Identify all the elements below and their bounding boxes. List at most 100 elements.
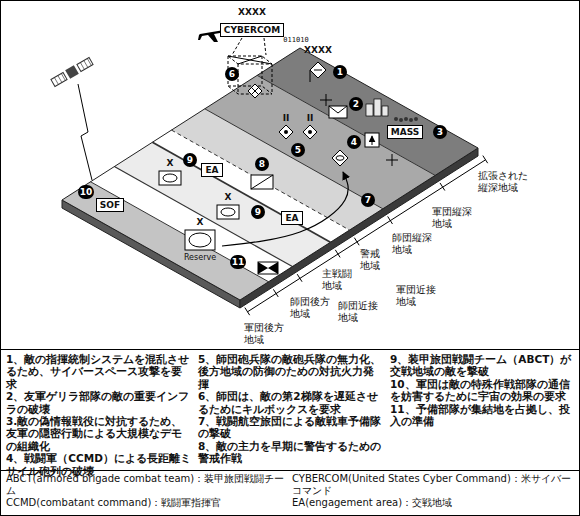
enemy-frame [248,84,262,98]
node-text: MASS [391,127,419,137]
node-text: EA [205,165,218,175]
callout-number: 8 [255,157,269,171]
echelon-mark: X [167,159,174,168]
note-item: 5、師団砲兵隊の敵砲兵隊の無力化、後方地域の防御のための対抗火力発揮 [198,353,384,390]
envelope-flap [329,106,347,113]
callout-number: 3 [433,125,447,139]
note-item: 9、装甲旅団戦闘チーム（ABCT）が交戦地域の敵を撃破 [390,353,576,378]
unit-frame [159,171,181,185]
enemy-unit-symbol [248,84,262,98]
zone-tick [273,289,278,297]
callout-number: 5 [291,143,305,157]
node-text: EA [285,213,298,223]
infantry-mark [252,88,259,95]
callout-number: 4 [347,135,361,149]
note-item: 11、予備部隊が集結地を占拠し、投入の準備 [390,403,576,428]
killbox-edge [262,56,263,86]
infantry-mark [252,88,259,95]
zone-label: 軍団近接地域 [396,284,442,307]
cyber-link [232,38,242,55]
zone-label: 師団後方地域 [290,296,336,319]
enemy-unit-symbol [279,125,293,139]
zone-tick [354,238,359,246]
separator-line [0,349,580,350]
zone-boundary [205,109,383,209]
enemy-unit-symbol [310,62,326,82]
abbreviation: EA(engagement area)：交戦地域 [292,497,574,509]
enemy-frame [310,62,326,78]
note-item: 8、敵の主力を早期に警告するための警戒作戦 [198,440,384,465]
zone-tick [388,216,393,224]
zone-label: 師団縦深地域 [392,232,438,255]
notes-column: 1、敵の指揮統制システムを混乱させるため、サイバースペース攻撃を要求2、友軍ゲリ… [6,353,192,477]
panel-grid [58,76,62,83]
friendly-unit-symbol [258,262,278,274]
zone-label: 主戦闘地域 [322,268,358,291]
zone-tick [335,250,340,258]
zone-bracket [248,160,486,312]
crowd-icon [394,117,398,121]
killbox-diagonal [228,56,272,64]
cross-mark [392,154,393,166]
panel-grid [87,59,91,66]
engagement-flag: EA [201,163,222,177]
enemy-frame [303,125,317,139]
panel-grid [84,61,88,68]
abbreviation: CYBERCOM(United States Cyber Command)：米サ… [292,473,574,496]
unit-label: Reserve [184,254,216,262]
panel-grid [80,63,84,70]
echelon-mark: II [283,114,290,123]
echelon-mark: X [225,193,232,202]
echelon-mark: X [197,218,204,227]
artillery-mark [308,130,312,134]
killbox-diagonal [238,56,262,64]
echelon-mark: XXXX [304,46,332,55]
callout-number: 6 [225,67,239,81]
echelon-mark: II [307,114,314,123]
note-item: 2、友軍ゲリラ部隊の敵の重要インフラの破壊 [6,390,192,415]
unit-box: SOF [96,198,124,212]
cyber-link [264,38,266,55]
abbreviation: CCMD(combatant command)：戦闘軍指揮官 [6,497,288,509]
note-item: 6、師団は、敵の第2梯隊を遅延させるためにキルボックスを要求 [198,390,384,415]
satellite-icon [50,57,93,88]
callout-number: 11 [230,255,247,269]
zone-tick [483,156,488,164]
solar-panel [51,73,67,87]
armor-mark [189,233,211,247]
armor-mark [336,156,344,161]
unit-frame [185,230,215,250]
enemy-unit-symbol [332,150,348,166]
attack-arrow [222,172,348,246]
cavalry-mark [251,175,273,189]
unit-frame [258,262,278,274]
callout-number: 10 [78,185,95,199]
zone-tick [297,274,302,282]
notes-column: 9、装甲旅団戦闘チーム（ABCT）が交戦地域の敵を撃破10、軍団は敵の特殊作戦部… [390,353,576,427]
zone-label: 拡張された縦深地域 [478,170,534,193]
engagement-flag: EA [281,211,302,225]
zone-label: 軍団後方地域 [244,322,290,345]
building-icon [382,106,388,116]
note-item: 1、敵の指揮統制システムを混乱させるため、サイバースペース攻撃を要求 [6,353,192,390]
killbox-edge [238,64,239,94]
echelon-mark: XXXX [238,8,266,17]
note-item: 3.敵の偽情報戦役に対抗するため、友軍の隠密行動による大規模なデモの組織化 [6,415,192,452]
zone-label: 師団近接地域 [338,300,384,323]
zone-tick [245,308,250,316]
unit-frame [217,205,239,219]
killbox [228,56,272,64]
friendly-unit-symbol [159,171,181,185]
bowtie-mark [258,262,278,274]
unit-frame [251,175,273,189]
signal-line [78,84,92,180]
zone-boundary [91,182,269,282]
friendly-unit-symbol [217,205,239,219]
crowd-icon [414,117,418,121]
callout-number: 2 [349,97,363,111]
zone-boundary [152,142,330,242]
enemy-frame [332,150,348,166]
armor-mark [221,208,235,216]
missile-symbol [365,133,379,147]
